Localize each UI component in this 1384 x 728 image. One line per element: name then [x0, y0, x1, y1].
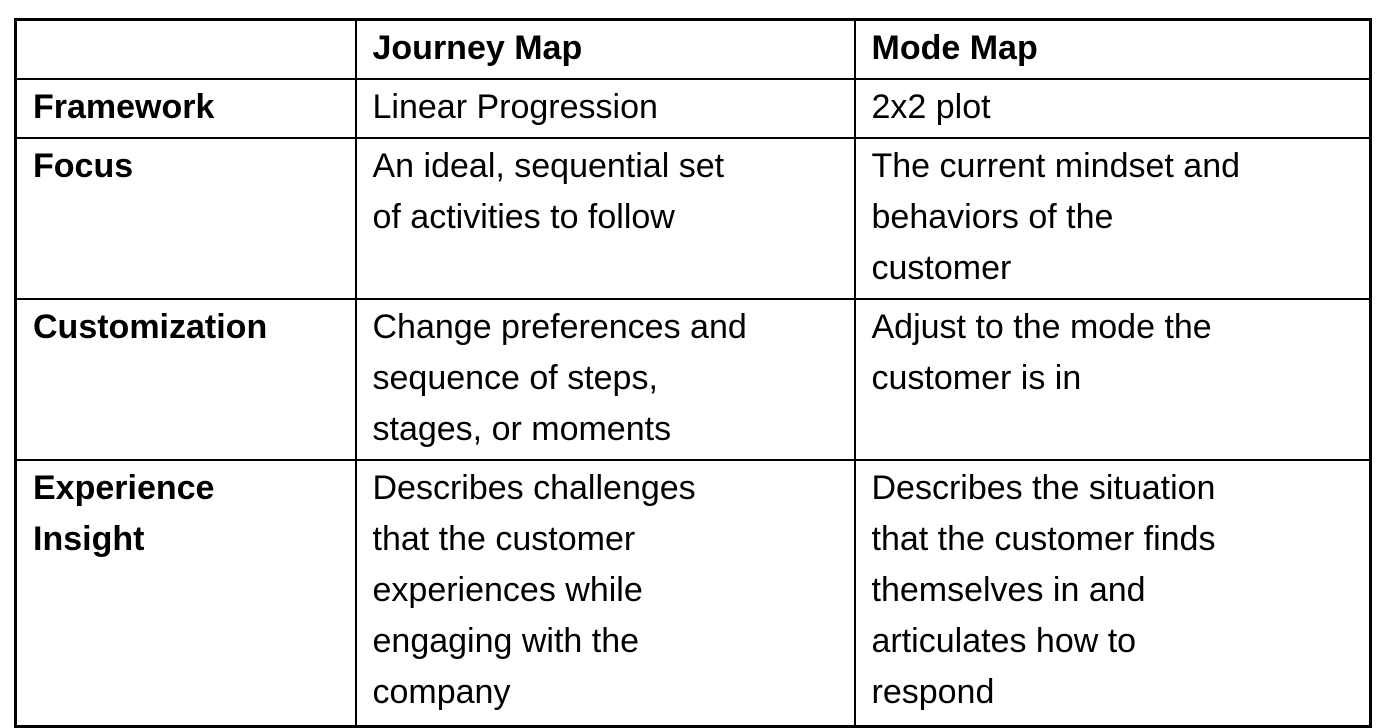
cell-customization-mode-map: Adjust to the mode the customer is in: [853, 298, 1372, 461]
cell-customization-journey-map: Change preferences and sequence of steps…: [354, 298, 856, 461]
cell-framework-journey-map: Linear Progression: [354, 78, 856, 139]
comparison-table: Journey Map Mode Map Framework Linear Pr…: [14, 18, 1372, 728]
row-label-customization: Customization: [14, 298, 357, 461]
table-row-focus: Focus An ideal, sequential set of activi…: [14, 137, 1372, 300]
cell-experience-insight-journey-map: Describes challenges that the customer e…: [354, 459, 856, 727]
table-row-framework: Framework Linear Progression 2x2 plot: [14, 78, 1372, 139]
cell-experience-insight-mode-map: Describes the situation that the custome…: [853, 459, 1372, 727]
cell-framework-mode-map: 2x2 plot: [853, 78, 1372, 139]
row-label-framework: Framework: [14, 78, 357, 139]
cell-focus-journey-map: An ideal, sequential set of activities t…: [354, 137, 856, 300]
row-label-focus: Focus: [14, 137, 357, 300]
table-row-customization: Customization Change preferences and seq…: [14, 298, 1372, 461]
column-header-journey-map: Journey Map: [354, 18, 856, 80]
table-header-row: Journey Map Mode Map: [14, 18, 1372, 80]
table-row-experience-insight: Experience Insight Describes challenges …: [14, 459, 1372, 727]
row-label-experience-insight: Experience Insight: [14, 459, 357, 727]
cell-focus-mode-map: The current mindset and behaviors of the…: [853, 137, 1372, 300]
column-header-mode-map: Mode Map: [853, 18, 1372, 80]
corner-cell: [14, 18, 357, 80]
